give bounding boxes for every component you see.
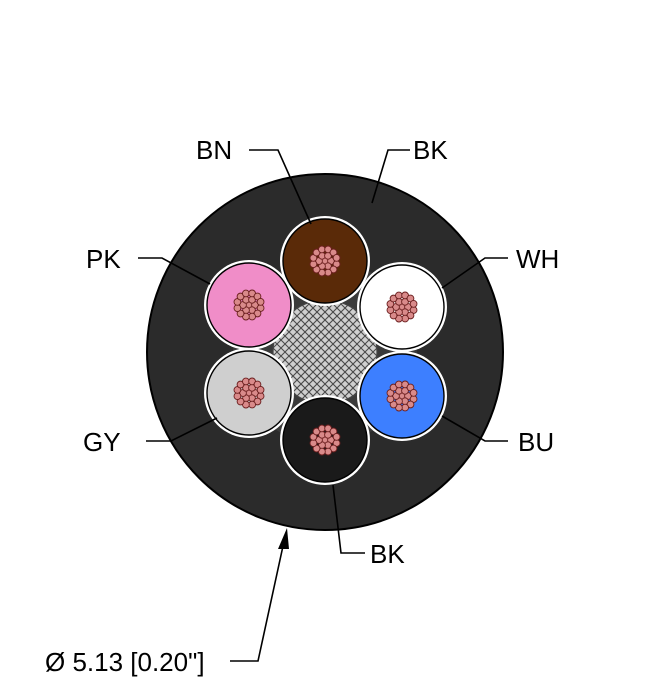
leader-gy [146,417,218,442]
conductor-gy [206,350,292,436]
conductor-bk [282,397,368,483]
label-bu: BU [518,427,554,457]
label-bn: BN [196,135,232,165]
leader-bk-conductor [332,484,365,554]
label-pk: PK [86,244,121,274]
leader-pk [138,257,211,285]
dimension-leader [230,545,284,662]
conductor-bn [282,218,368,304]
label-jacket-bk: BK [413,135,448,165]
dimension-arrow-icon [278,528,289,549]
label-gy: GY [83,427,121,457]
conductor-pk [206,262,292,348]
label-wh: WH [516,244,559,274]
leader-bn [249,149,312,225]
leader-jacket-bk [371,149,410,204]
label-bk-conductor: BK [370,539,405,569]
leader-bu [441,415,508,442]
conductor-bu [359,353,445,439]
leader-wh [441,257,508,289]
conductor-wh [359,264,445,350]
dimension-label: Ø 5.13 [0.20"] [45,647,205,677]
